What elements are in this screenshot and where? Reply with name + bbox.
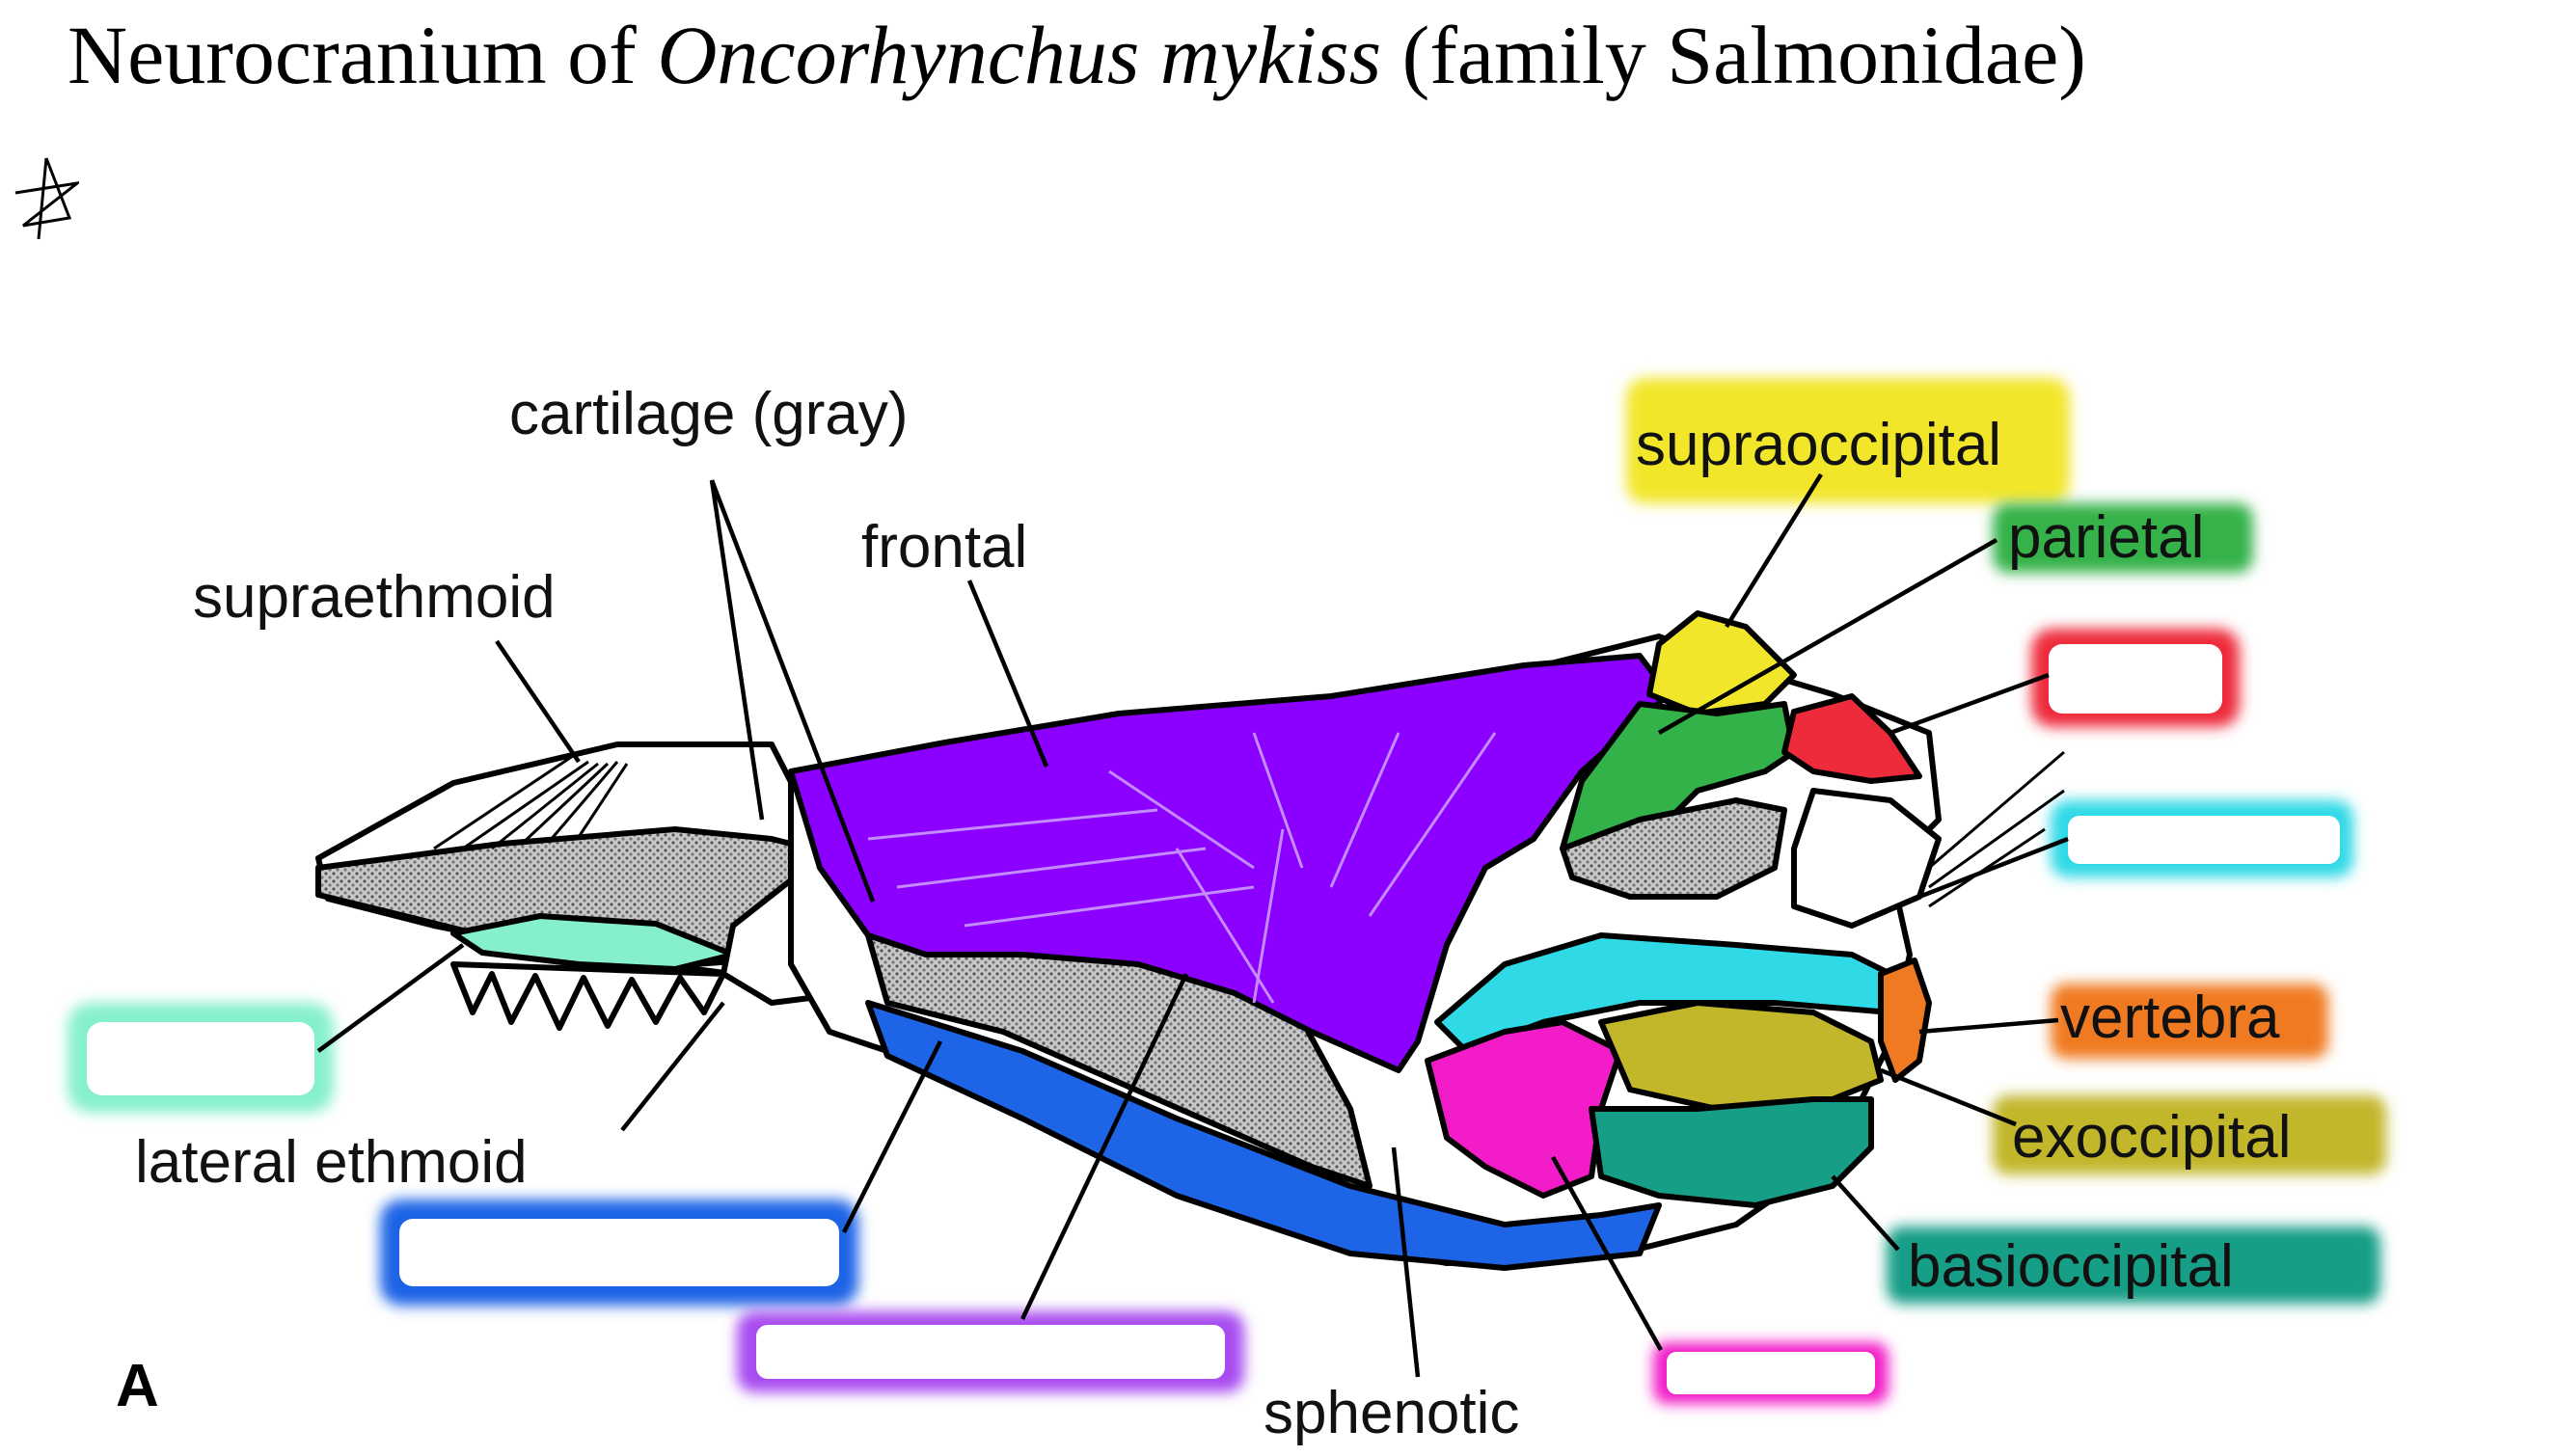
exoccipital-leader [1880, 1067, 2017, 1127]
sphenotic-leader [1391, 1146, 1421, 1378]
panel-letter: A [116, 1353, 159, 1419]
label-cartilage: cartilage (gray) [509, 381, 908, 447]
parietal-leader [1657, 538, 1998, 735]
cartilage-leader-right [709, 479, 876, 903]
blank-purple-label [737, 1311, 1244, 1392]
supraoccipital-highlight [1626, 378, 2070, 503]
title-suffix: (family Salmonidae) [1401, 9, 2086, 101]
title-prefix: Neurocranium of [68, 9, 637, 101]
title-species: Oncorhynchus mykiss [657, 9, 1382, 101]
label-frontal: frontal [861, 514, 1027, 580]
basioccipital-highlight [1887, 1227, 2380, 1304]
supraoccipital-leader [1725, 472, 1823, 629]
leader-lines [316, 472, 2069, 1378]
label-sphenotic: sphenotic [1264, 1380, 1519, 1446]
vertebra-leader [1918, 1017, 2059, 1035]
label-exoccipital: exoccipital [2012, 1104, 2291, 1171]
label-basioccipital: basioccipital [1908, 1233, 2234, 1300]
supraethmoid-leader [495, 639, 581, 764]
label-supraethmoid: supraethmoid [193, 564, 556, 631]
cartilage-leader-left [709, 479, 765, 821]
page-title: Neurocranium of Oncorhynchus mykiss (fam… [68, 8, 2086, 103]
purple-label-leader [1019, 973, 1189, 1320]
basioccipital-leader [1831, 1174, 1900, 1252]
label-supraoccipital: supraoccipital [1636, 412, 2001, 478]
vertebra-highlight [2051, 984, 2328, 1059]
lateral-ethmoid-leader [620, 1001, 725, 1132]
blank-mint-label [68, 1003, 334, 1113]
blank-cyan-label [2051, 800, 2353, 877]
star-icon [14, 157, 79, 240]
red-label-leader [1889, 672, 2050, 736]
blank-red-label [2031, 629, 2240, 727]
blue-label-leader [841, 1039, 943, 1234]
blank-magenta-label [1653, 1342, 1889, 1404]
magenta-label-leader [1551, 1155, 1663, 1352]
mint-label-leader [316, 943, 465, 1053]
parietal-highlight [1993, 503, 2253, 573]
neurocranium-drawing [315, 610, 2065, 1271]
exoccipital-highlight [1993, 1095, 2386, 1174]
cyan-label-leader [1918, 836, 2069, 900]
blank-blue-label [380, 1200, 858, 1306]
label-lateral-ethmoid: lateral ethmoid [135, 1129, 528, 1196]
label-vertebra: vertebra [2060, 984, 2280, 1051]
label-highlights [68, 378, 2386, 1404]
frontal-leader [966, 580, 1049, 768]
label-parietal: parietal [2008, 504, 2204, 571]
